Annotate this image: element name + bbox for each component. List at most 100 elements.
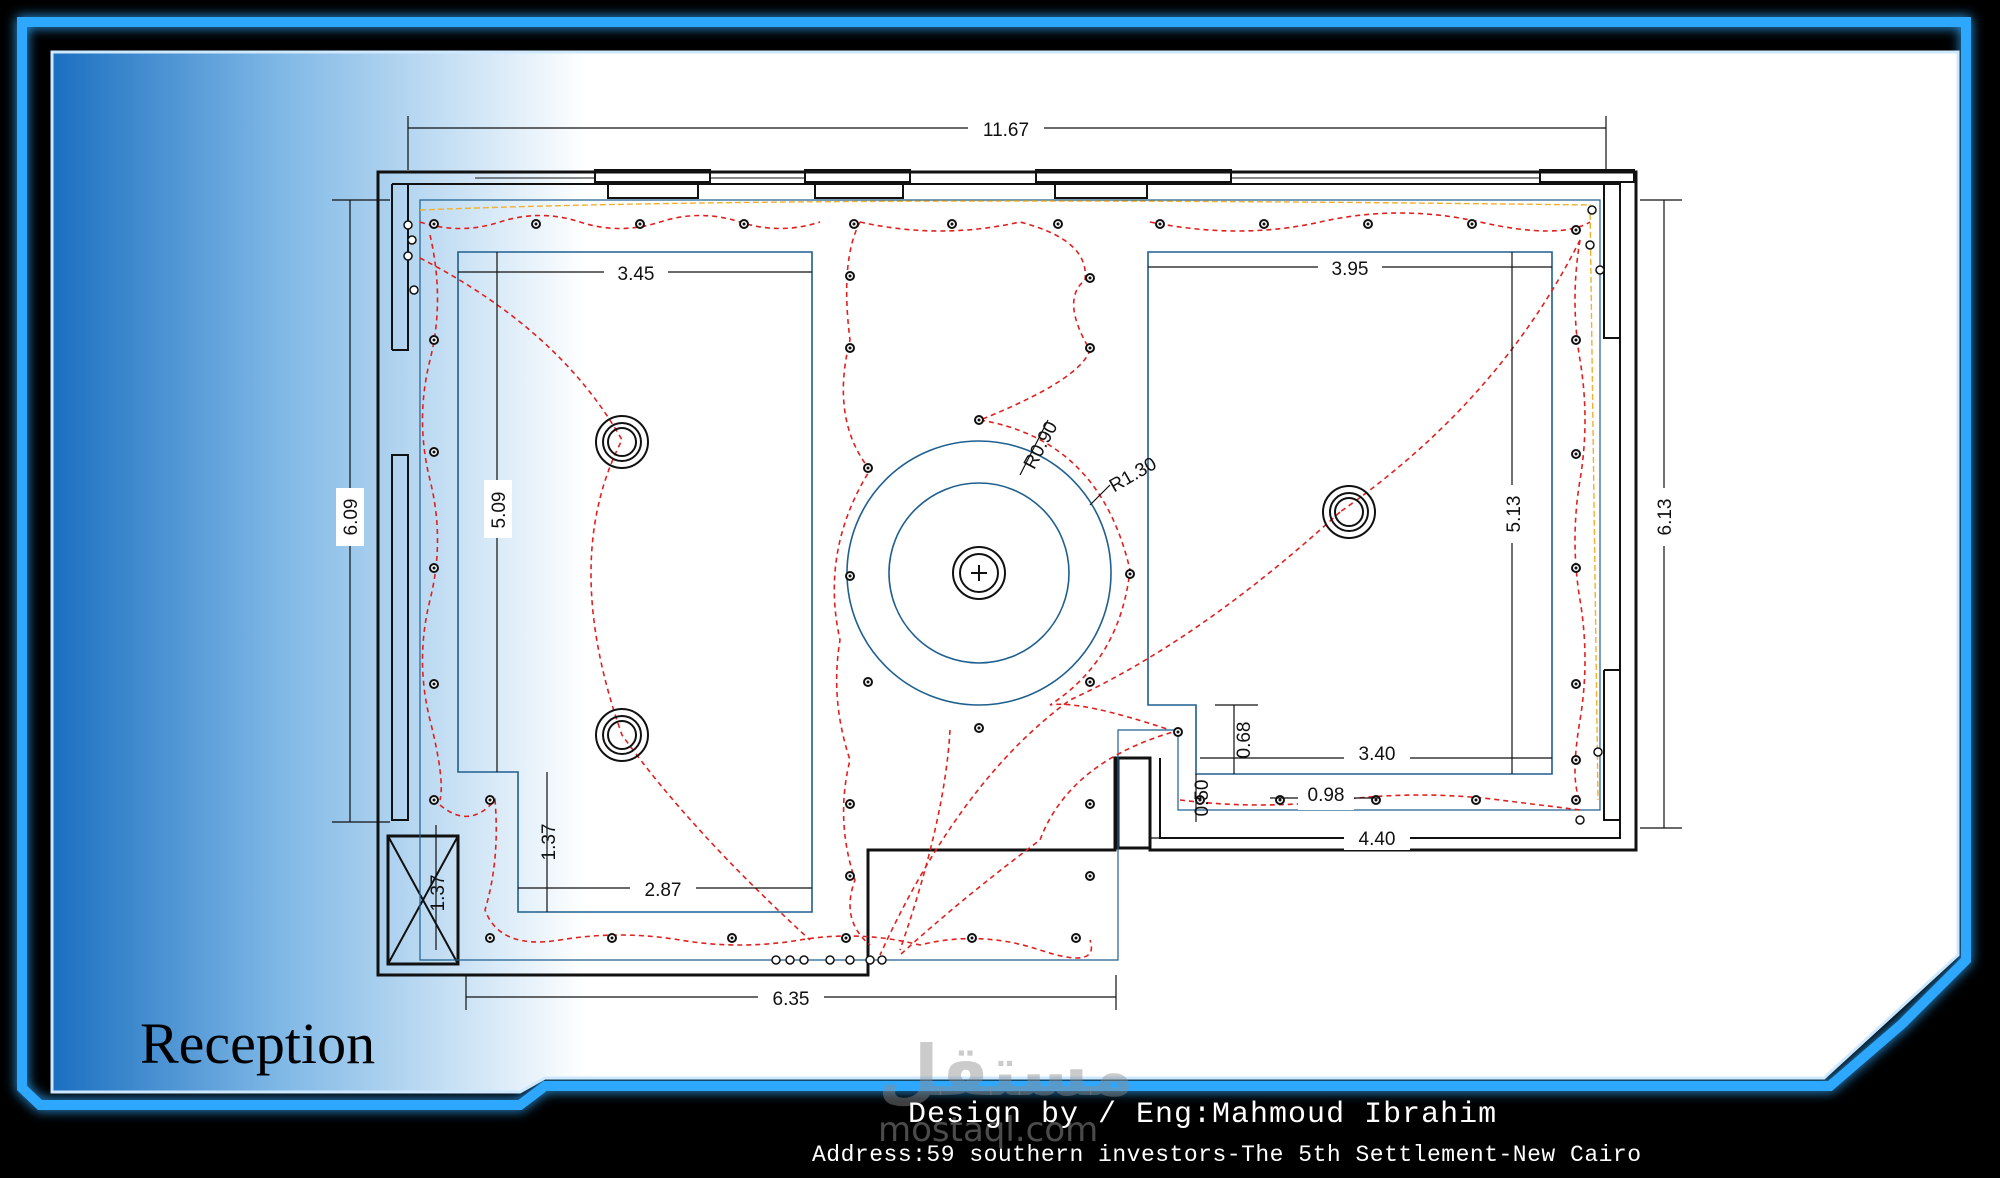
spot-light-center (432, 222, 436, 226)
dim-radius (1019, 419, 1111, 506)
dim-right-panel-height (1498, 252, 1526, 774)
dim-step (1150, 704, 1606, 850)
spot-light-center (1128, 572, 1132, 576)
project-address: Address:59 southern investors-The 5th Se… (812, 1142, 1642, 1168)
dim-right-panel-height-label: 5.13 (1504, 496, 1525, 533)
spot-light-center (534, 222, 538, 226)
dim-radius-outer-label: R1.30 (1106, 453, 1160, 497)
spot-light-center (1262, 222, 1266, 226)
cove-light-line (419, 200, 1599, 801)
spot-light-center (1088, 874, 1092, 878)
spot-light-center (970, 936, 974, 940)
spot-light-center (844, 936, 848, 940)
spot-light-center (432, 798, 436, 802)
spot-light-center (1574, 798, 1578, 802)
dim-left-panel-width (458, 260, 812, 284)
chandelier-center (952, 546, 1006, 600)
spot-light-center (1374, 798, 1378, 802)
spot-light-center (848, 574, 852, 578)
dim-bottom-right-width-label: 4.40 (1359, 829, 1396, 850)
dim-right-panel-width-label: 3.95 (1332, 259, 1369, 280)
spot-light-center (730, 936, 734, 940)
spot-light-center (432, 566, 436, 570)
chandeliers (595, 415, 1376, 762)
dim-lower-panel-height-label: 1.37 (539, 824, 560, 861)
spot-light-center (1074, 936, 1078, 940)
spot-light-center (488, 936, 492, 940)
dimension-annotations (332, 115, 1682, 1010)
spot-light-center (1574, 682, 1578, 686)
spot-light-center (1198, 798, 1202, 802)
dim-right-bottom-width-label: 3.40 (1359, 744, 1396, 765)
dim-right-height (1640, 199, 1682, 829)
spot-light-center (848, 874, 852, 878)
dim-lower-panel (435, 772, 812, 950)
dim-overall-width-label: 11.67 (983, 120, 1029, 141)
dim-radius-inner-label: R0.90 (1020, 418, 1062, 473)
switches (403, 205, 1605, 965)
dim-right-height-label: 6.13 (1655, 499, 1676, 536)
dim-left-height-label: 6.09 (341, 499, 362, 536)
spot-light-center (1278, 798, 1282, 802)
spot-light-center (1574, 758, 1578, 762)
spot-light-center (1158, 222, 1162, 226)
spot-light-center (1088, 680, 1092, 684)
lighting-circuits (419, 212, 1591, 959)
spot-light-center (866, 680, 870, 684)
spot-light-center (848, 274, 852, 278)
spot-light-center (638, 222, 642, 226)
dim-left-panel-height-label: 5.09 (489, 492, 510, 529)
spot-light-center (488, 798, 492, 802)
dim-overall-width (407, 115, 1607, 170)
frame-glow-border (17, 17, 1971, 1110)
dim-small-width-label: 0.98 (1308, 785, 1345, 806)
dim-left-panel-width-label: 3.45 (618, 264, 655, 285)
spot-light-center (1176, 730, 1180, 734)
spot-light-center (1574, 566, 1578, 570)
spot-light-center (977, 726, 981, 730)
watermark-latin: mostaql.com (878, 1110, 1099, 1150)
spot-light-center (1088, 276, 1092, 280)
spot-light-center (848, 346, 852, 350)
dim-bottom-width-label: 6.35 (773, 989, 810, 1010)
designer-credit: Design by / Eng:Mahmoud Ibrahim (908, 1098, 1498, 1132)
spot-light-center (1056, 222, 1060, 226)
spot-light-center (977, 418, 981, 422)
chandelier-left-bottom (595, 708, 649, 762)
spot-light-center (1088, 346, 1092, 350)
dim-small-height-label: 0.50 (1192, 780, 1213, 817)
dim-step-height-label: 0.68 (1234, 722, 1255, 759)
spot-light-center (1474, 798, 1478, 802)
spot-light-center (1574, 452, 1578, 456)
watermark-arabic: مستقل (878, 1030, 1135, 1112)
dim-bottom-width (465, 975, 1117, 1010)
spot-light-center (1574, 338, 1578, 342)
spot-light-center (1470, 222, 1474, 226)
spot-light-center (950, 222, 954, 226)
spot-light-center (432, 682, 436, 686)
spot-light-center (742, 222, 746, 226)
chandelier-left-top (595, 415, 649, 469)
spot-light-center (848, 802, 852, 806)
dim-left-height (332, 199, 390, 823)
spot-light-center (866, 466, 870, 470)
dim-lower-panel-width-label: 2.87 (645, 880, 682, 901)
dim-left-panel-height (484, 252, 512, 772)
spot-light-center (432, 338, 436, 342)
chandelier-right (1322, 485, 1376, 539)
ceiling-panels (419, 199, 1601, 961)
dim-right-panel-width (1148, 255, 1552, 279)
walls (376, 170, 1638, 977)
spot-light-center (1574, 228, 1578, 232)
spot-light-center (610, 936, 614, 940)
spot-light-center (1366, 222, 1370, 226)
spot-light-center (432, 450, 436, 454)
elevator (386, 834, 460, 966)
windows (475, 169, 1635, 199)
spot-light-center (1088, 802, 1092, 806)
dim-elevator-height-label: 1.37 (428, 875, 449, 912)
spot-light-center (852, 222, 856, 226)
spot-lights (429, 219, 1581, 943)
page-title: Reception (140, 1011, 376, 1076)
